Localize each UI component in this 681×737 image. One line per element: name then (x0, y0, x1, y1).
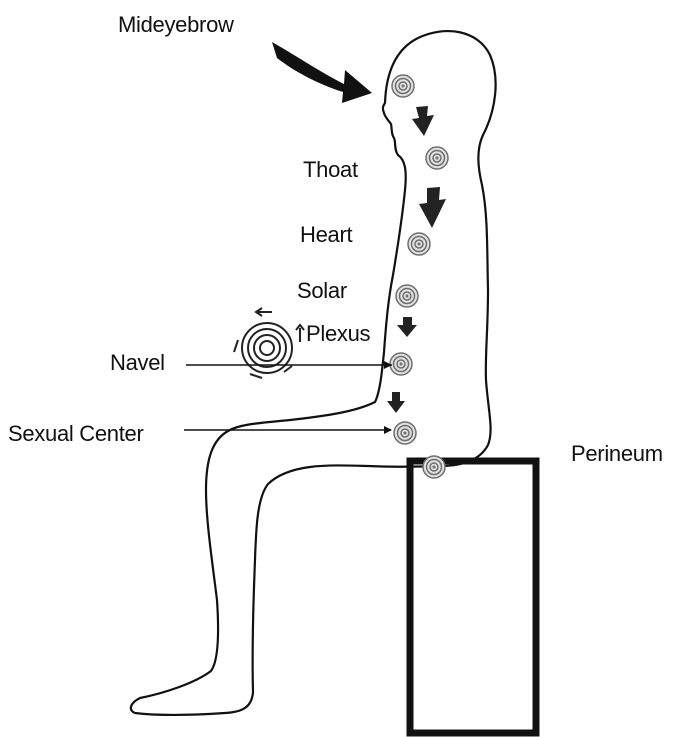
label-navel: Navel (110, 350, 165, 376)
seat-box (410, 461, 536, 733)
label-heart: Heart (300, 222, 352, 248)
chakra-mideyebrow-icon (392, 75, 414, 97)
chakra-solar-plexus-icon (396, 285, 418, 307)
chakra-perineum-icon (423, 456, 445, 478)
down-arrow-icon (412, 106, 434, 136)
label-plexus: Plexus (306, 321, 370, 347)
energy-spiral-icon (234, 308, 304, 378)
label-solar: Solar (297, 278, 347, 304)
chakra-navel-icon (390, 353, 412, 375)
label-throat: Thoat (303, 157, 358, 183)
curved-arrow-icon (272, 42, 372, 103)
down-arrow-icon (419, 187, 446, 228)
down-arrow-icon (397, 317, 417, 337)
label-mideyebrow: Mideyebrow (118, 12, 234, 38)
chakra-sexual-center-icon (394, 422, 416, 444)
label-sexual-center: Sexual Center (8, 421, 144, 447)
sexual-center-pointer (184, 426, 392, 434)
human-figure-outline (131, 31, 496, 715)
label-perineum: Perineum (571, 441, 663, 467)
chakra-heart-icon (408, 233, 430, 255)
chakra-throat-icon (426, 147, 448, 169)
down-arrow-icon (387, 392, 405, 413)
